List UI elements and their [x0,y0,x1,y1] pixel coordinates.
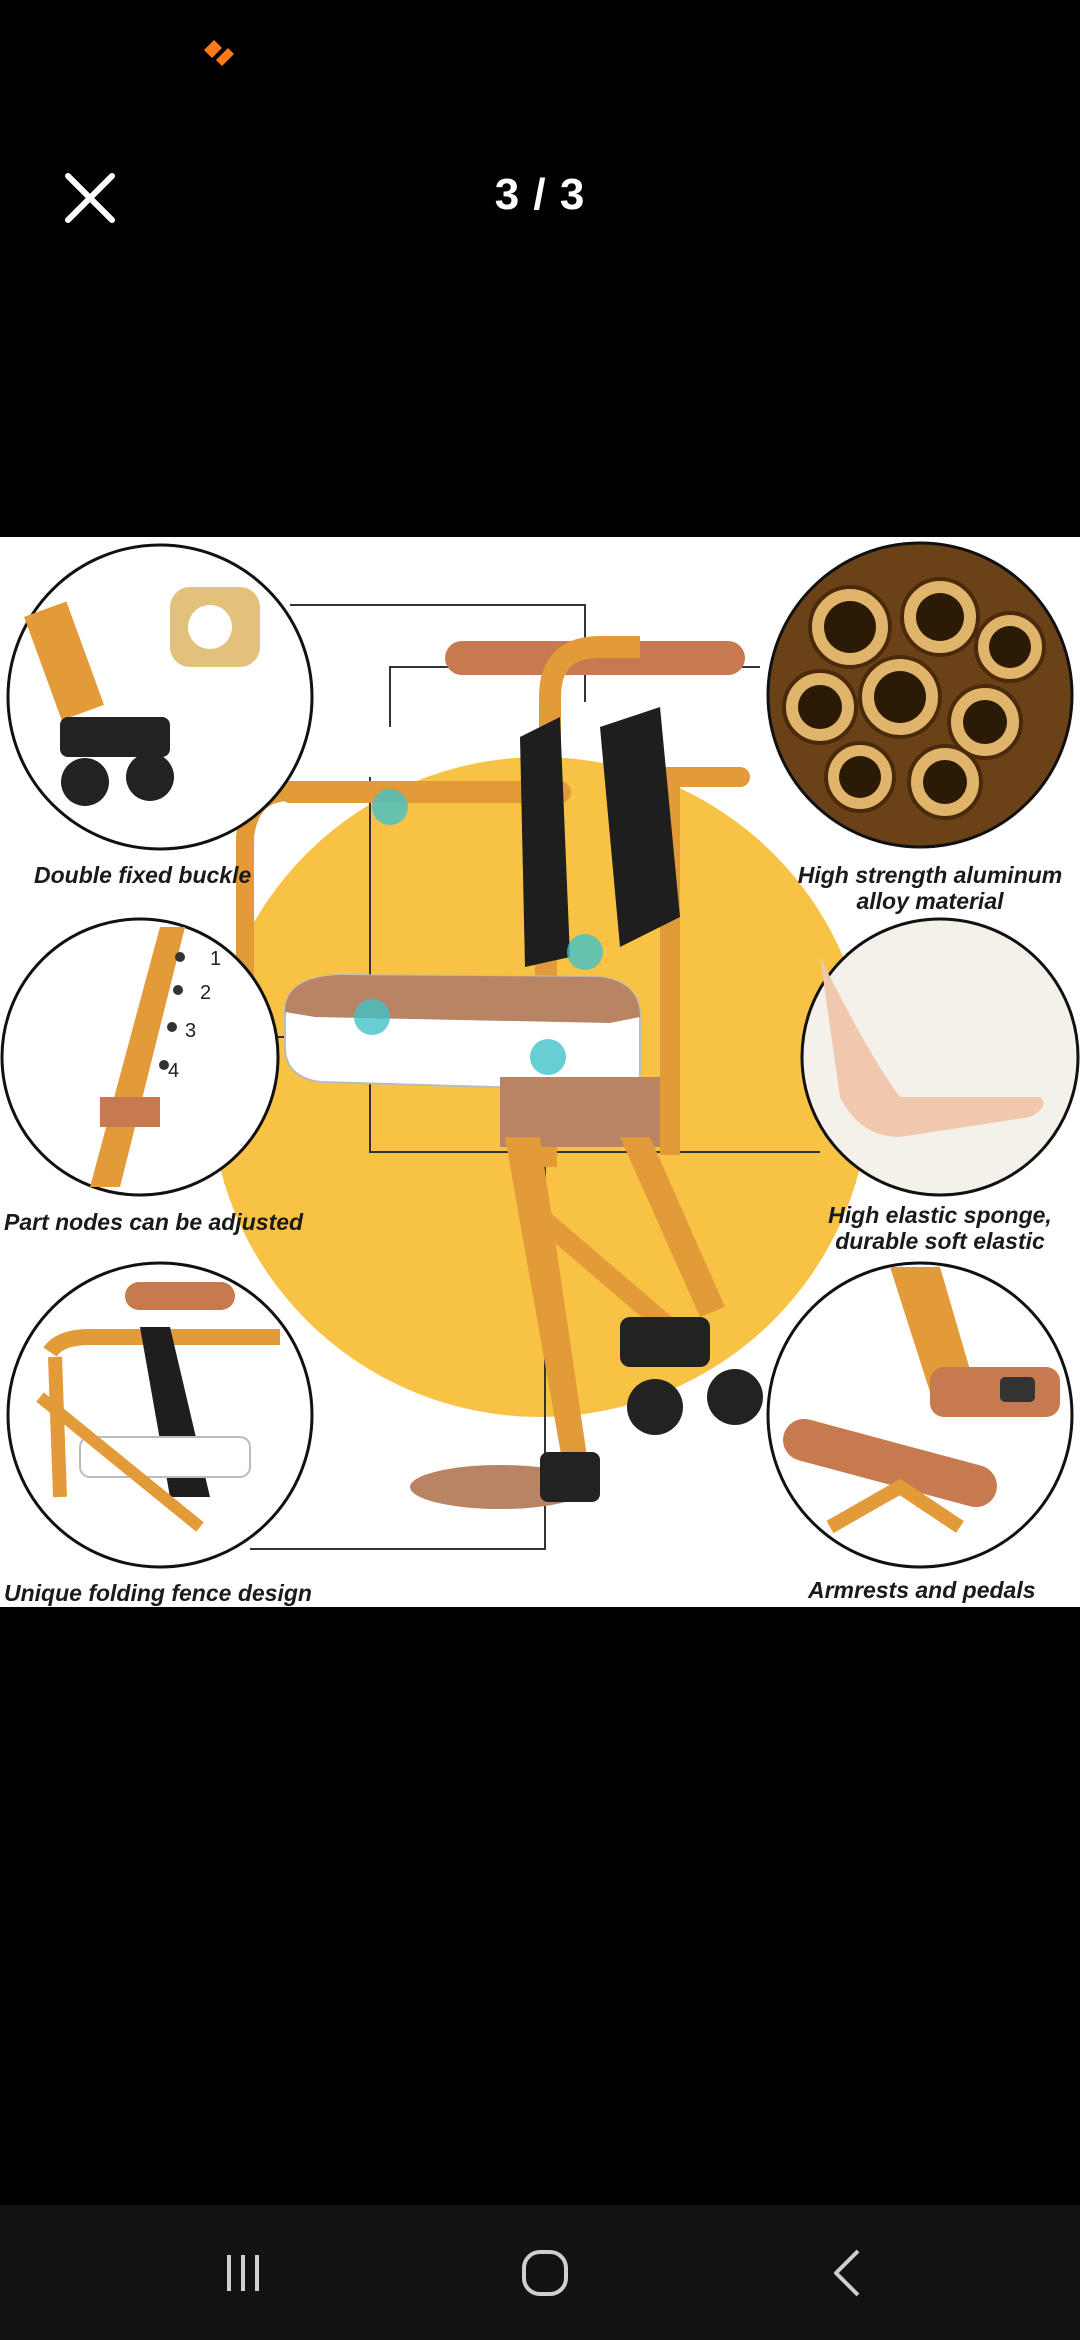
caption-elastic-sponge: High elastic sponge, durable soft elasti… [805,1202,1075,1254]
caption-armrests-pedals: Armrests and pedals [808,1577,1036,1603]
home-button[interactable] [475,2205,615,2340]
child-seat-illustration [236,636,763,1509]
recent-apps-icon [227,2254,259,2291]
detail-circle-buckle [6,543,314,851]
back-icon [834,2249,860,2296]
navigation-bar [0,2205,1080,2340]
detail-circle-tubes [766,541,1074,849]
node-label-2: 2 [200,982,211,1004]
product-image[interactable]: 1 2 3 4 Double [0,537,1080,1607]
caption-aluminum-line1: High strength aluminum [797,862,1063,888]
close-button[interactable] [60,168,120,228]
detail-circle-sponge [800,917,1080,1197]
detail-circle-nodes: 1 2 3 4 [0,917,280,1197]
caption-double-fixed-buckle: Double fixed buckle [34,862,252,888]
node-label-1: 1 [210,948,221,970]
caption-folding-fence: Unique folding fence design [4,1580,312,1606]
detail-circle-pedals [766,1261,1074,1569]
caption-aluminum-line2: alloy material [856,888,1004,914]
node-label-4: 4 [168,1060,179,1082]
orange-app-logo-icon [204,40,234,66]
caption-sponge-line2: durable soft elastic [835,1228,1045,1254]
detail-circle-fence [6,1261,314,1569]
home-icon [522,2249,568,2296]
caption-sponge-line1: High elastic sponge, [828,1202,1052,1228]
image-counter: 3 / 3 [494,170,586,219]
caption-aluminum-alloy: High strength aluminum alloy material [785,862,1075,914]
recent-apps-button[interactable] [173,2205,313,2340]
back-button[interactable] [778,2205,918,2340]
node-label-3: 3 [185,1020,196,1042]
close-icon [65,173,115,223]
caption-part-nodes-adjustable: Part nodes can be adjusted [4,1209,304,1235]
